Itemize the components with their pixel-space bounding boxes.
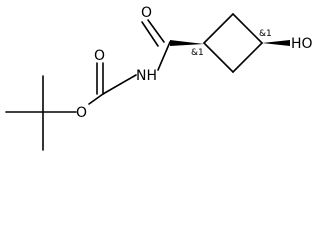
bond-amide-co-2 <box>141 21 159 47</box>
bond-ring-c4-c1 <box>203 42 234 73</box>
bond-ring-c3-c4 <box>232 42 263 73</box>
atom-o-amide-carbonyl: O <box>141 5 152 21</box>
stereo-label-c3: &1 <box>259 29 272 39</box>
bond-ring-c2-c3 <box>232 13 263 44</box>
bond-amide-co-1 <box>147 19 165 43</box>
atom-o-carbamate-carbonyl: O <box>94 48 105 64</box>
atom-oh: HO <box>291 36 313 52</box>
atom-o-ester: O <box>76 105 87 121</box>
bond-ring-to-oh-wedge <box>262 40 290 46</box>
bond-ring-c1-c2 <box>203 13 234 44</box>
atom-nh: NH <box>136 68 157 84</box>
bond-carbonyl-c-to-nh <box>102 74 137 95</box>
structure-diagram: O O NH O HO &1 &1 <box>5 5 313 151</box>
stereo-label-c1: &1 <box>191 48 204 58</box>
bond-ester-o-to-carbonyl-c <box>88 93 104 105</box>
bond-amide-c-to-ring-wedge <box>170 40 204 46</box>
bond-nh-to-amide-c <box>157 41 171 71</box>
